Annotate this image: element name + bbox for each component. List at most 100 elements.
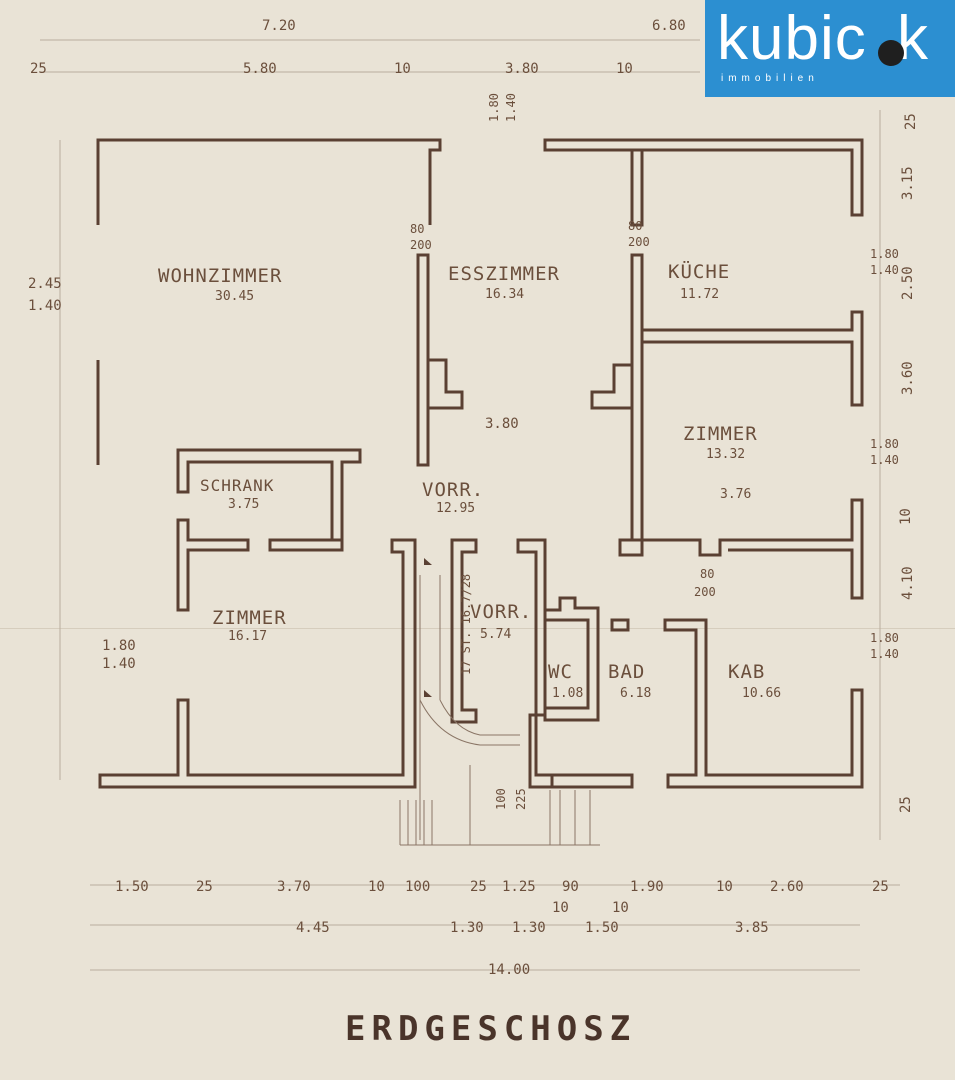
dim-center-180: 1.80: [487, 93, 501, 122]
dim-right-10: 10: [898, 508, 914, 525]
dim-door-200-left: 200: [410, 238, 432, 252]
room-name-wohnzimmer: WOHNZIMMER: [158, 265, 282, 287]
dim-b-100: 100: [405, 879, 430, 895]
dim-bottom-door-100: 100: [494, 788, 508, 810]
dim-door-80-right: 80: [628, 219, 642, 233]
dim-b-25: 25: [196, 879, 213, 895]
wall-zimmer-door-left: [618, 538, 644, 557]
dim-top-total-left: 7.20: [262, 18, 296, 34]
dim-right-140b: 1.40: [870, 453, 899, 467]
room-area-vorr-upper: 12.95: [436, 501, 475, 516]
dim-right-360: 3.60: [900, 361, 916, 395]
wall-wc: [543, 596, 600, 722]
dim-center-380: 3.80: [485, 416, 519, 432]
dim-b-25b: 25: [470, 879, 487, 895]
dim-top-380: 3.80: [505, 61, 539, 77]
dim-b-10c: 10: [552, 900, 569, 916]
dim-right-180: 1.80: [870, 247, 899, 261]
dim-b-190: 1.90: [630, 879, 664, 895]
logo-brand-text: kubic: [717, 4, 867, 73]
logo-brand-tail: k: [897, 4, 929, 73]
wall-schrank-door: [176, 518, 250, 612]
room-area-bad: 6.18: [620, 686, 651, 701]
room-name-kab: KAB: [728, 661, 765, 683]
dim-b-90: 90: [562, 879, 579, 895]
dim-c-385: 3.85: [735, 920, 769, 936]
wall-ess-kueche: [630, 253, 644, 542]
dim-right-410: 4.10: [900, 566, 916, 600]
logo-e-mark-icon: [878, 40, 904, 66]
room-area-esszimmer: 16.34: [485, 287, 524, 302]
wall-schrank: [176, 448, 362, 542]
room-name-vorr-lower: VORR.: [470, 601, 532, 623]
dim-right-315: 3.15: [900, 166, 916, 200]
dim-top-10b: 10: [616, 61, 633, 77]
dim-b-125: 1.25: [502, 879, 536, 895]
dim-right-140c: 1.40: [870, 647, 899, 661]
wall-wohn-ess: [416, 253, 430, 467]
chimney-left: [428, 358, 464, 410]
dim-left-245: 2.45: [28, 276, 62, 292]
dimension-lines: [40, 39, 900, 971]
dim-door-80-kab: 80: [700, 567, 714, 581]
dim-door-80-left: 80: [410, 222, 424, 236]
wall-top-right: [543, 138, 864, 217]
room-area-zimmer-right: 13.32: [706, 447, 745, 462]
dim-total: 14.00: [488, 962, 530, 978]
room-area-zimmer-left: 16.17: [228, 629, 267, 644]
room-name-zimmer-left: ZIMMER: [212, 607, 287, 629]
dim-top-580: 5.80: [243, 61, 277, 77]
room-name-esszimmer: ESSZIMMER: [448, 263, 560, 285]
room-name-bad: BAD: [608, 661, 645, 683]
chimney-right: [590, 363, 632, 410]
wall-bad-kab: [663, 618, 864, 789]
dim-top-25: 25: [30, 61, 47, 77]
dim-right-25: 25: [903, 113, 919, 130]
dim-center-140: 1.40: [504, 93, 518, 122]
room-area-kueche: 11.72: [680, 287, 719, 302]
dim-c-130b: 1.30: [512, 920, 546, 936]
dim-top-10a: 10: [394, 61, 411, 77]
dim-c-150: 1.50: [585, 920, 619, 936]
dim-c-130a: 1.30: [450, 920, 484, 936]
room-area-wc: 1.08: [552, 686, 583, 701]
room-extra-zimmer-right: 3.76: [720, 487, 751, 502]
room-name-zimmer-right: ZIMMER: [683, 423, 758, 445]
dim-top-total-right: 6.80: [652, 18, 686, 34]
dim-right-250: 2.50: [900, 266, 916, 300]
dim-door-200-kab: 200: [694, 585, 716, 599]
dim-c-445: 4.45: [296, 920, 330, 936]
room-area-kab: 10.66: [742, 686, 781, 701]
floor-title: ERDGESCHOSZ: [345, 1009, 636, 1049]
room-labels: WOHNZIMMER 30.45 ESSZIMMER 16.34 KÜCHE 1…: [158, 260, 781, 701]
dim-b-10d: 10: [612, 900, 629, 916]
room-name-wc: WC: [548, 661, 573, 683]
room-name-vorr-upper: VORR.: [422, 479, 484, 501]
room-name-kueche: KÜCHE: [668, 260, 730, 283]
dim-b-150: 1.50: [115, 879, 149, 895]
dim-b-25c: 25: [872, 879, 889, 895]
dim-right-140: 1.40: [870, 263, 899, 277]
paper-fold-line: [0, 628, 955, 629]
dim-stair: 17 ST. 16.7/28: [459, 574, 473, 675]
dim-bottom-door-225: 225: [514, 788, 528, 810]
wall-schrank-door-right: [268, 538, 344, 552]
room-area-schrank: 3.75: [228, 497, 259, 512]
dim-b-370: 3.70: [277, 879, 311, 895]
logo-subtitle: immobilien: [721, 73, 819, 84]
wall-zimmer-right-lower: [642, 498, 864, 600]
wall-vorr-lower: [516, 538, 554, 789]
dim-right-180c: 1.80: [870, 631, 899, 645]
dim-left-140b: 1.40: [102, 656, 136, 672]
wall-kueche-stub: [630, 150, 644, 227]
dimension-labels: 7.20 6.80 25 5.80 10 3.80 10 1.80 1.40 8…: [28, 18, 919, 978]
dim-left-180: 1.80: [102, 638, 136, 654]
dim-b-260: 2.60: [770, 879, 804, 895]
room-area-vorr-lower: 5.74: [480, 627, 511, 642]
dim-right-180b: 1.80: [870, 437, 899, 451]
walls: [96, 138, 864, 789]
wall-bad-bottom: [550, 773, 634, 789]
wall-zimmer-left: [98, 538, 417, 789]
wall-top-left: [96, 138, 442, 225]
